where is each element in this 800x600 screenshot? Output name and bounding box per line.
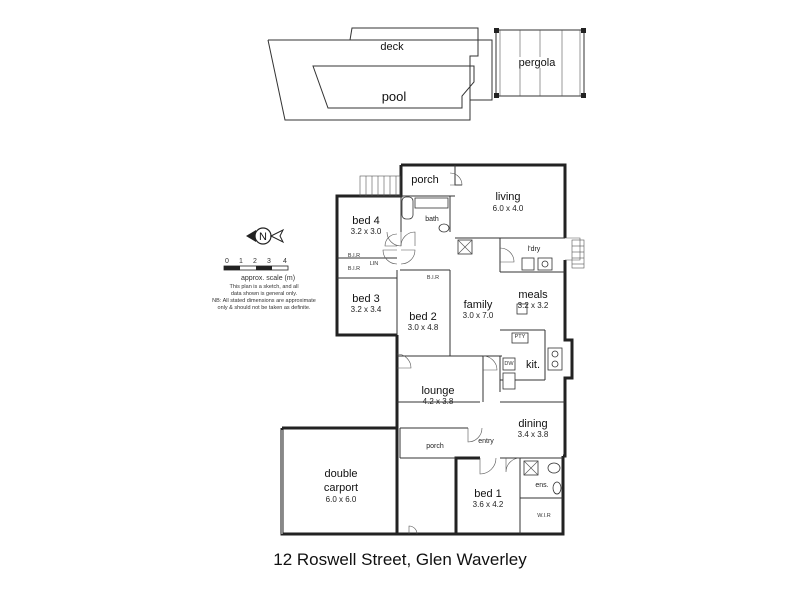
- scale-note-4: only & should not be taken as definite.: [218, 305, 311, 311]
- scale-bar: [223, 265, 289, 271]
- pool: [312, 65, 475, 109]
- scale-tick-4: 4: [283, 258, 287, 265]
- scale-note-3: NB: All stated dimensions are approximat…: [212, 298, 316, 304]
- pool-label: pool: [382, 89, 407, 104]
- scale-note-2: data shown is general only.: [231, 291, 298, 297]
- deck-label: deck: [380, 41, 404, 53]
- ensuite-label: ens.: [535, 482, 548, 489]
- north-compass-icon: [246, 227, 285, 245]
- bed1-dim: 3.6 x 4.2: [473, 500, 504, 509]
- pty-label: PTY: [515, 334, 526, 340]
- bed1-label: bed 1: [474, 488, 502, 500]
- carport-label-2: carport: [324, 482, 358, 494]
- pergola: [494, 28, 586, 98]
- property-address: 12 Roswell Street, Glen Waverley: [273, 550, 527, 569]
- bath-fixtures: [401, 196, 450, 233]
- kitchen-label: kit.: [526, 359, 540, 371]
- laundry-fixtures: [457, 239, 553, 271]
- pergola-label: pergola: [519, 57, 557, 69]
- porch-rear-label: porch: [411, 174, 439, 186]
- bed3-dim: 3.2 x 3.4: [351, 305, 382, 314]
- side-steps: [571, 239, 585, 269]
- porch-front-label: porch: [426, 443, 444, 450]
- scale-note-1: This plan is a sketch, and all: [229, 284, 298, 290]
- bed4-label: bed 4: [352, 215, 380, 227]
- bed3-label: bed 3: [352, 293, 380, 305]
- rear-steps: [359, 175, 401, 197]
- laundry-label: l'dry: [528, 246, 541, 253]
- family-dim: 3.0 x 7.0: [463, 311, 494, 320]
- dining-label: dining: [518, 418, 547, 430]
- scale-tick-2: 2: [253, 258, 257, 265]
- dw-label: DW: [504, 361, 514, 367]
- carport-label-1: double: [324, 468, 357, 480]
- doors: [382, 172, 581, 535]
- scale-tick-1: 1: [239, 258, 243, 265]
- living-label: living: [495, 191, 520, 203]
- compass-n: N: [259, 231, 267, 243]
- bir-bed4: B.I.R: [348, 253, 360, 259]
- bir-bed2: B.I.R: [427, 275, 439, 281]
- dining-dim: 3.4 x 3.8: [518, 430, 549, 439]
- bed2-dim: 3.0 x 4.8: [408, 323, 439, 332]
- meals-dim: 3.2 x 3.2: [518, 301, 549, 310]
- living-dim: 6.0 x 4.0: [493, 204, 524, 213]
- kitchen-fixtures: [502, 303, 563, 390]
- deck: [267, 27, 493, 121]
- bir-bed3: B.I.R: [348, 266, 360, 272]
- carport-dim: 6.0 x 6.0: [326, 495, 357, 504]
- wir-label: W.I.R: [537, 513, 550, 519]
- bath-label: bath: [425, 216, 439, 223]
- entry-label: entry: [478, 438, 494, 445]
- bed2-label: bed 2: [409, 311, 437, 323]
- family-label: family: [464, 299, 493, 311]
- meals-label: meals: [518, 289, 548, 301]
- scale-caption: approx. scale (m): [241, 275, 295, 282]
- lin-label: LIN: [370, 261, 379, 267]
- lounge-dim: 4.2 x 3.8: [423, 397, 454, 406]
- scale-tick-0: 0: [225, 258, 229, 265]
- scale-tick-3: 3: [267, 258, 271, 265]
- bed4-dim: 3.2 x 3.0: [351, 227, 382, 236]
- ensuite-fixtures: [523, 460, 562, 495]
- lounge-label: lounge: [421, 385, 454, 397]
